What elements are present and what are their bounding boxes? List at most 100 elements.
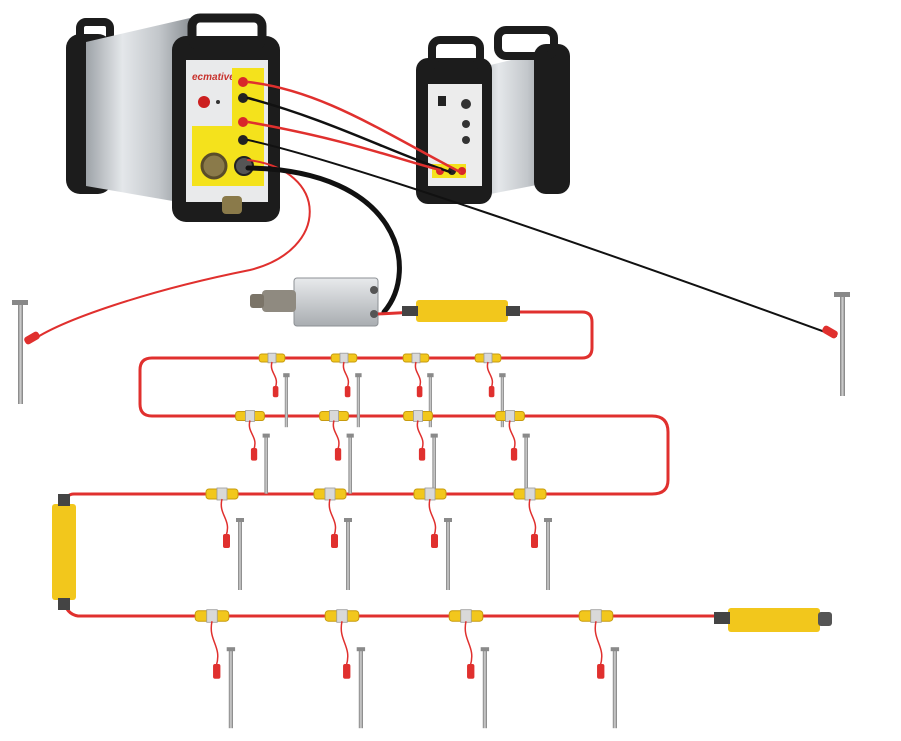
- remote-port-icon[interactable]: [461, 99, 471, 109]
- cable-red-to-left-electrode: [29, 159, 311, 343]
- electrode-stake-head: [480, 647, 490, 652]
- coupler-plug-icon: [58, 494, 70, 506]
- electrode-lead: [342, 361, 350, 389]
- electrode-stake-icon: [284, 375, 288, 428]
- cable-red-to-remote: [246, 80, 462, 174]
- electrode-stake-head: [355, 373, 362, 378]
- switch-box-icon: [293, 277, 379, 327]
- electrode-station: [474, 352, 506, 428]
- electrode-clip-icon: [510, 448, 518, 461]
- electrode-clip-icon: [488, 386, 495, 398]
- electrode-lead: [340, 621, 349, 667]
- electrode-clip-icon: [416, 386, 423, 398]
- electrode-stake-head: [444, 518, 452, 522]
- electrode-station: [235, 410, 270, 494]
- electrode-station: [578, 609, 620, 729]
- electrode-station: [194, 609, 236, 729]
- electrode-stake-icon: [18, 302, 23, 404]
- junction-dust-cap-icon: [250, 294, 264, 308]
- electrode-stake-head: [346, 433, 354, 438]
- takeout-band: [460, 609, 472, 623]
- electrode-station: [448, 609, 490, 729]
- electrode-stake-icon: [228, 649, 233, 729]
- electrode-lead: [210, 621, 219, 667]
- electrode-stake-icon: [432, 435, 436, 494]
- electrode-stake-head: [344, 518, 352, 522]
- electrode-stake-head: [236, 518, 244, 522]
- main-unit-side-panel: [86, 18, 190, 204]
- cable-coupler-icon: [52, 504, 76, 600]
- remote-unit-top-handle: [428, 36, 484, 70]
- electrode-lead: [428, 498, 437, 537]
- terminator-cap-icon: [818, 612, 832, 626]
- electrode-lead: [508, 420, 516, 451]
- electrode-stake-icon: [500, 375, 504, 428]
- electrode-lead: [332, 420, 340, 451]
- electrode-station: [258, 352, 290, 428]
- coupler-plug-icon: [506, 306, 520, 316]
- electrode-stake-icon: [840, 294, 845, 396]
- cable-coupler-icon: [416, 300, 508, 322]
- takeout-band: [329, 410, 339, 422]
- electrode-stake-head: [499, 373, 506, 378]
- electrode-stake-head: [430, 433, 438, 438]
- takeout-band: [413, 410, 423, 422]
- takeout-band: [267, 352, 277, 364]
- electrode-clip-icon: [343, 664, 351, 679]
- left-reference-electrode: [12, 300, 40, 404]
- electrode-stake-head: [356, 647, 366, 652]
- electrode-stake-head: [262, 433, 270, 438]
- main-unit-brand-logo: ecmative: [192, 72, 235, 83]
- remote-unit-rear-frame: [534, 44, 570, 194]
- electrode-lead: [220, 498, 229, 537]
- electrode-station: [319, 410, 354, 494]
- electrode-station: [324, 609, 366, 729]
- junction-port-icon: [370, 286, 378, 294]
- takeout-band: [245, 410, 255, 422]
- takeout-band: [590, 609, 602, 623]
- electrode-stake-head: [610, 647, 620, 652]
- electrode-lead: [594, 621, 603, 667]
- coupler-plug-icon: [58, 598, 70, 610]
- electrode-stake-icon: [482, 649, 487, 729]
- electrode-stake-head: [522, 433, 530, 438]
- remote-port-icon[interactable]: [462, 136, 470, 144]
- remote-port-icon[interactable]: [462, 120, 470, 128]
- multicore-array-cable: [62, 310, 722, 618]
- electrode-station: [413, 487, 452, 590]
- electrode-lead: [248, 420, 256, 451]
- electrode-clip-icon: [272, 386, 279, 398]
- cable-red-to-remote: [246, 120, 442, 172]
- status-led-icon: [216, 100, 220, 104]
- electrode-stake-head: [834, 292, 850, 297]
- electrode-stake-icon: [612, 649, 617, 729]
- electrode-station: [402, 352, 434, 428]
- electrode-station: [495, 410, 530, 494]
- electrode-clip-icon: [418, 448, 426, 461]
- electrode-lead: [464, 621, 473, 667]
- electrode-lead: [416, 420, 424, 451]
- right-reference-electrode: [822, 292, 850, 396]
- cable-main-to-junction: [245, 165, 402, 315]
- electrode-stake-icon: [546, 520, 550, 590]
- takeout-band: [424, 487, 436, 501]
- electrode-stake-icon: [238, 520, 242, 590]
- electrode-station: [205, 487, 244, 590]
- electrode-clip-icon: [331, 534, 338, 548]
- remote-switch-icon[interactable]: [438, 96, 446, 106]
- electrode-clip-icon: [24, 331, 40, 345]
- terminal-c2-black[interactable]: [238, 93, 248, 103]
- electrode-clip-icon: [431, 534, 438, 548]
- electrode-stake-icon: [446, 520, 450, 590]
- terminal-p2-black[interactable]: [238, 135, 248, 145]
- multipin-connector-icon[interactable]: [200, 152, 228, 180]
- terminator-plug-icon: [714, 612, 730, 624]
- terminal-c1-red[interactable]: [238, 77, 248, 87]
- electrode-station: [403, 410, 438, 494]
- power-button-icon[interactable]: [198, 96, 210, 108]
- takeout-band: [524, 487, 536, 501]
- electrode-clip-icon: [250, 448, 258, 461]
- terminal-p1-red[interactable]: [238, 117, 248, 127]
- remote-instrument-unit: [416, 26, 570, 204]
